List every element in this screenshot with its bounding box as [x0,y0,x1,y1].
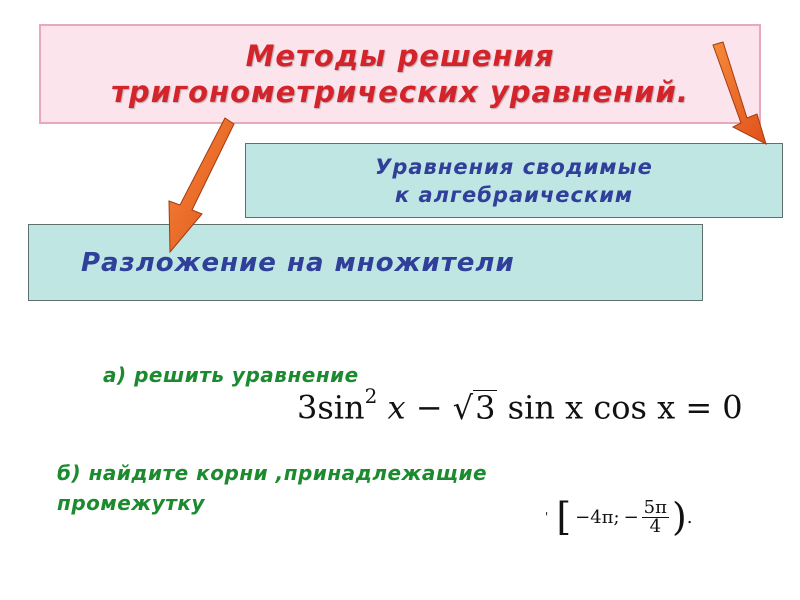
fraction-denominator: 4 [649,515,662,537]
eq-power: 2 [364,384,378,408]
factor-label: Разложение на множители [81,247,515,278]
sqrt-sign: √ [452,388,474,427]
task-b-line-1: б) найдите корни ,принадлежащие [57,461,488,485]
eq-minus: − [405,388,453,427]
fraction-numerator: 5π [641,496,669,518]
title-line-1: Методы решения [245,39,555,73]
equation: 3sin2 x − √3 sin x cos x = 0 [297,384,743,427]
eq-sin: sin [317,388,365,427]
task-b-line-2: промежутку [57,491,205,515]
sqrt-arg: 3 [473,388,498,427]
slide-title-box: Методы решения тригонометрических уравне… [39,24,761,124]
algebra-line-2: к алгебраическим [394,182,634,207]
interval-close-paren: ) [671,495,687,539]
interval: ' [ −4π; − 5π 4 ) . [545,498,693,536]
interval-tick: ' [545,510,549,524]
eq-coef: 3 [297,388,318,427]
interval-minus: − [623,506,639,528]
task-a-label: а) решить уравнение [103,363,359,387]
eq-sqrt: √3 [453,389,498,427]
interval-period: . [686,506,693,528]
algebraic-reduction-box: Уравнения сводимые к алгебраическим [245,143,783,218]
eq-rest: sin x cos x = 0 [497,388,743,427]
factorization-box: Разложение на множители [28,224,703,301]
algebra-line-1: Уравнения сводимые [375,154,653,179]
task-b-text: б) найдите корни ,принадлежащие промежут… [57,458,597,518]
interval-open-bracket: [ [556,495,572,539]
eq-var: x [377,388,406,427]
interval-fraction: 5π 4 [641,496,669,537]
title-line-2: тригонометрических уравнений. [111,75,689,109]
interval-left: −4π; [575,506,620,528]
